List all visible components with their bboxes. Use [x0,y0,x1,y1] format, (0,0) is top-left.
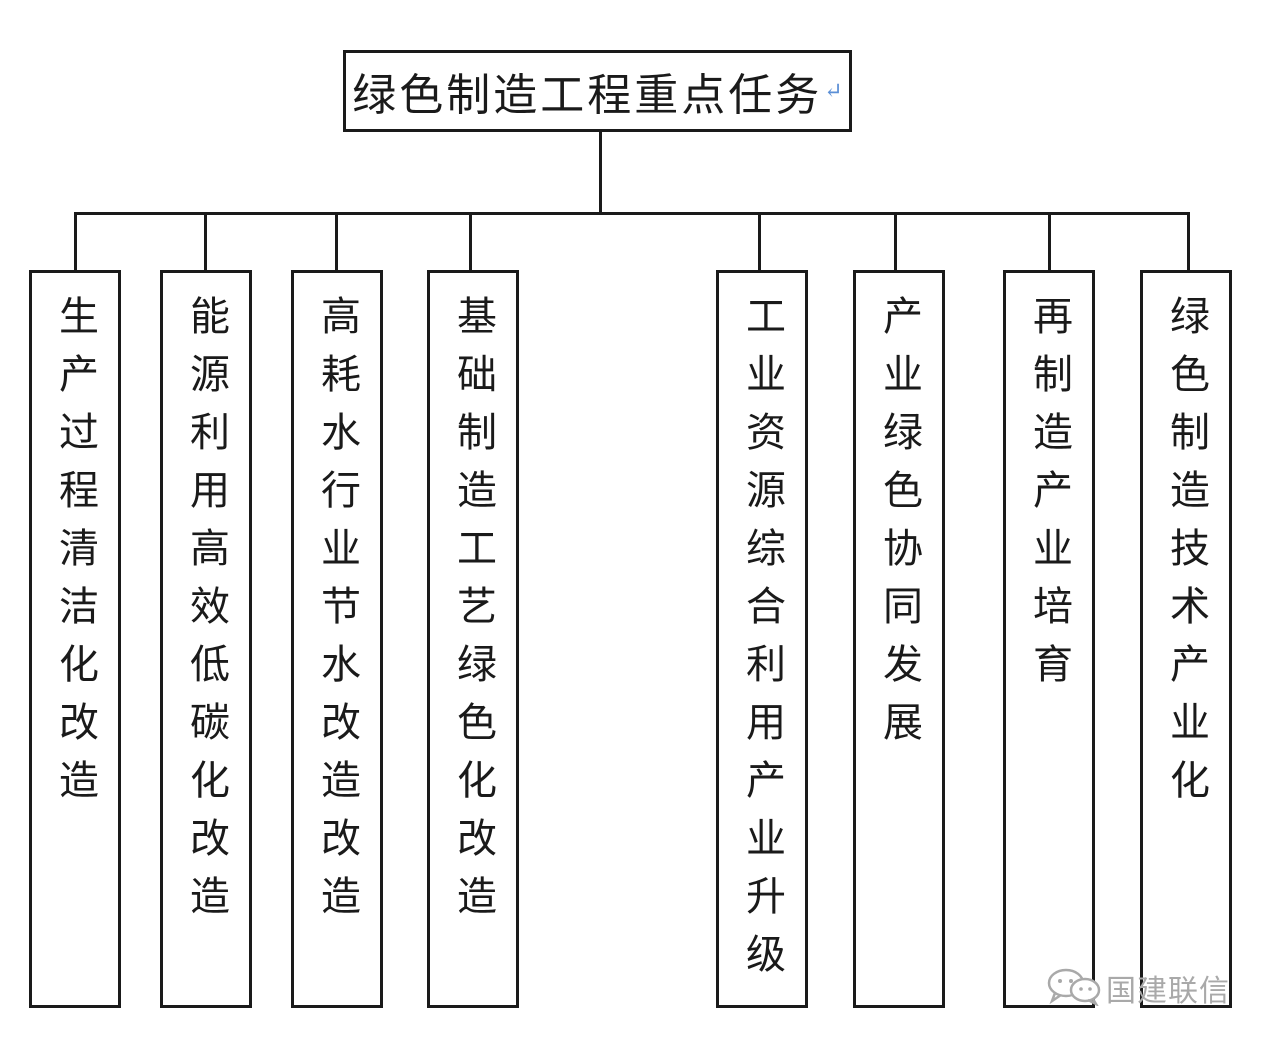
task-node: 再制造产业培育 [1003,270,1095,1008]
paragraph-return-icon: ↵ [824,78,843,104]
task-node: 基础制造工艺绿色化改造 [427,270,519,1008]
task-label: 再制造产业培育 [1026,295,1072,701]
task-label: 工业资源综合利用产业升级 [739,295,785,991]
task-label: 能源利用高效低碳化改造 [183,295,229,933]
task-label: 高耗水行业节水改造改造 [314,295,360,933]
task-label: 基础制造工艺绿色化改造 [450,295,496,933]
root-node: 绿色制造工程重点任务 ↵ [343,50,852,132]
branch-connector [204,212,207,272]
horizontal-connector [74,212,1190,215]
branch-connector [1187,212,1190,272]
root-title: 绿色制造工程重点任务 [352,70,823,121]
task-label: 生产过程清洁化改造 [52,295,98,817]
branch-connector [1048,212,1051,272]
branch-connector [74,212,77,272]
root-connector [599,132,602,214]
task-node: 绿色制造技术产业化 [1140,270,1232,1008]
branch-connector [335,212,338,272]
branch-connector [469,212,472,272]
wechat-icon [1046,966,1104,1010]
task-node: 生产过程清洁化改造 [29,270,121,1008]
task-node: 能源利用高效低碳化改造 [160,270,252,1008]
task-node: 高耗水行业节水改造改造 [291,270,383,1008]
task-node: 工业资源综合利用产业升级 [716,270,808,1008]
branch-connector [894,212,897,272]
watermark-text: 国建联信 [1106,974,1230,1009]
task-node: 产业绿色协同发展 [853,270,945,1008]
watermark: 国建联信 [1046,966,1230,1010]
task-label: 产业绿色协同发展 [876,295,922,759]
branch-connector [758,212,761,272]
task-label: 绿色制造技术产业化 [1163,295,1209,817]
